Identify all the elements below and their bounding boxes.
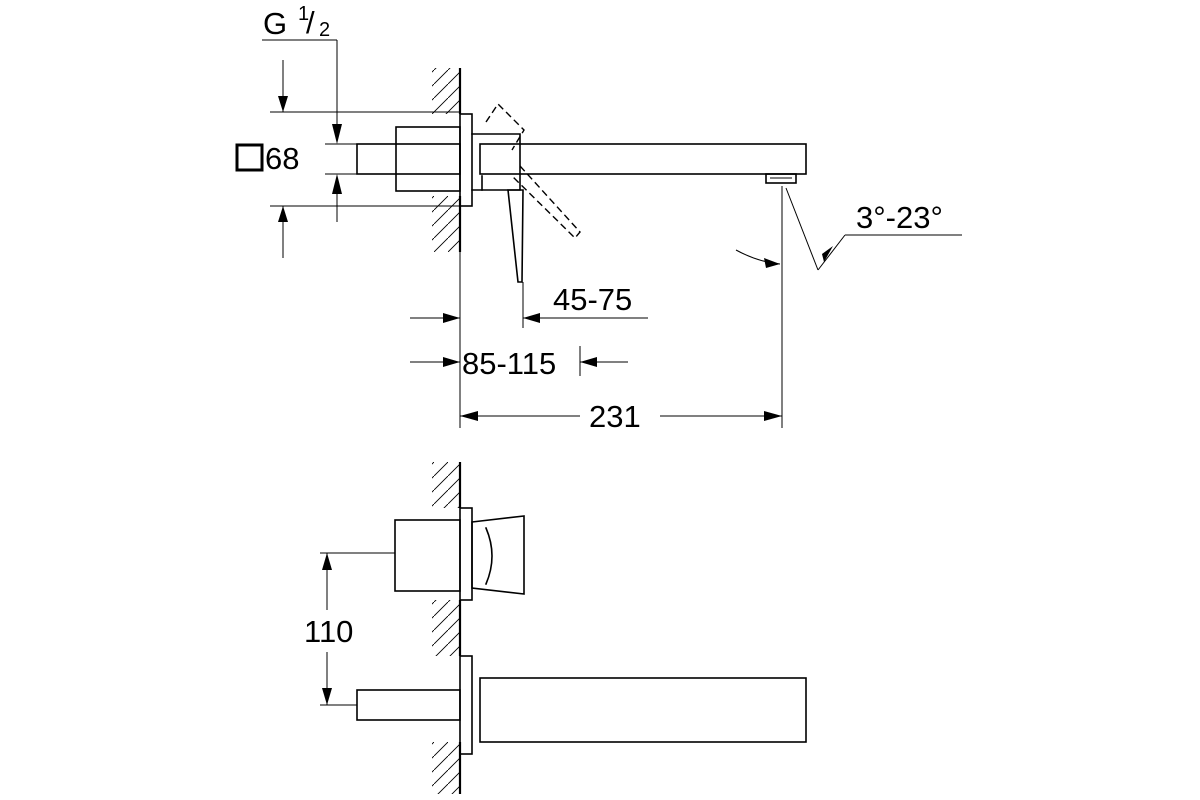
svg-text:/: / xyxy=(306,5,315,40)
spout-projection-dimension: 231 xyxy=(460,399,782,434)
handle-unit xyxy=(394,507,525,601)
wall-plate-size-dimension: 68 xyxy=(235,60,460,258)
thread-denominator: 2 xyxy=(319,19,330,41)
wall-section-bottom xyxy=(432,462,462,794)
wall-plate-size: 68 xyxy=(265,141,299,176)
spout-angle-dimension: 3°-23° xyxy=(735,186,962,428)
spout xyxy=(479,143,807,184)
handle-lever xyxy=(471,102,581,283)
thread-numerator: 1 xyxy=(298,3,309,25)
side-view: G 1 / 2 68 3°-23° xyxy=(235,3,962,434)
square-icon xyxy=(235,143,264,172)
thread-dimension: G 1 / 2 xyxy=(262,3,342,222)
spout-unit xyxy=(356,655,807,755)
spout-angle: 3°-23° xyxy=(856,200,943,235)
outlet-spacing: 110 xyxy=(304,614,353,649)
plan-view: 110 xyxy=(304,462,807,794)
spout-projection: 231 xyxy=(589,399,641,434)
concealed-body xyxy=(356,126,461,192)
handle-offset-dimension: 45-75 xyxy=(522,282,648,328)
aerator xyxy=(765,173,797,184)
handle-offset: 45-75 xyxy=(553,282,632,317)
wall-plate xyxy=(459,113,473,207)
wall-depth-dimension: 85-115 xyxy=(410,252,628,428)
thread-prefix: G xyxy=(263,6,287,41)
wall-depth-range: 85-115 xyxy=(462,346,556,381)
wall-section-top xyxy=(432,68,462,252)
outlet-spacing-dimension: 110 xyxy=(304,552,395,706)
